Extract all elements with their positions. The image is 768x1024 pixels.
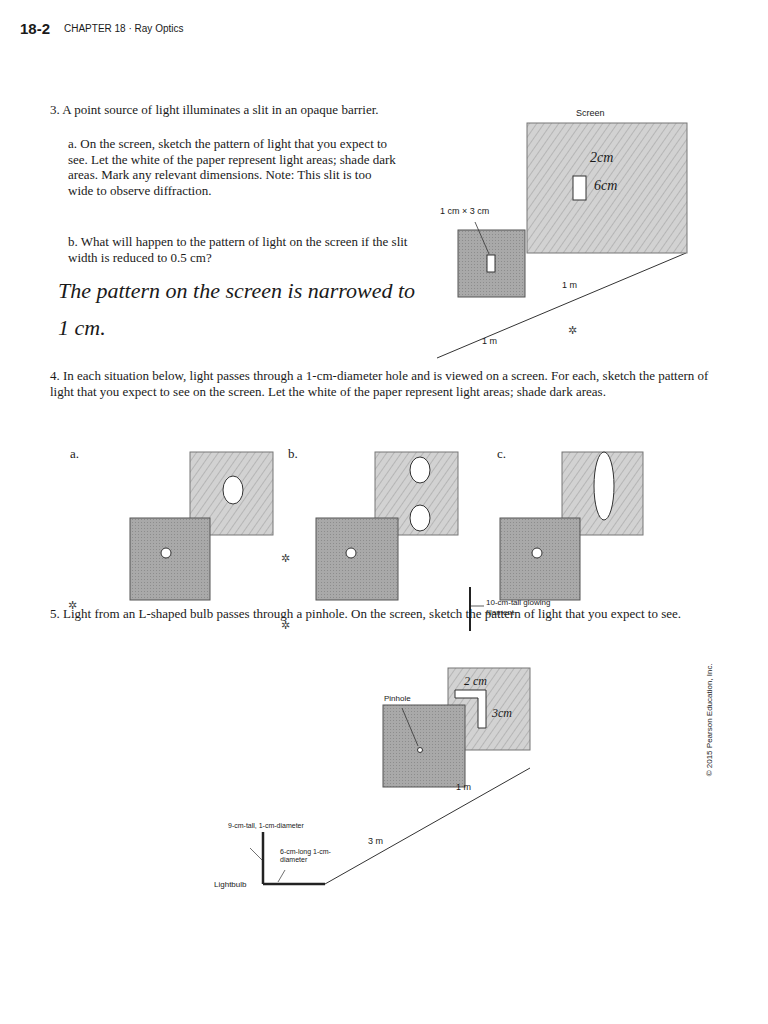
copyright: © 2015 Pearson Education, Inc.	[705, 650, 715, 790]
q4c-setup	[470, 452, 643, 631]
q4a-setup: ✲	[68, 452, 274, 611]
distance-label: 1 m	[482, 336, 512, 347]
question-text: 5. Light from an L-shaped bulb passes th…	[50, 606, 690, 622]
distance-label: 3 m	[368, 836, 398, 847]
svg-text:✲: ✲	[568, 324, 577, 336]
chapter-header: CHAPTER 18 · Ray Optics	[64, 23, 284, 35]
part-letter: a.	[70, 446, 90, 462]
bulb-dimension: 9-cm-tall, 1-cm-diameter	[228, 822, 308, 830]
question-part: b. What will happen to the pattern of li…	[68, 234, 408, 265]
handwritten-dimension: 2 cm	[464, 674, 504, 688]
handwritten-dimension: 3cm	[492, 706, 528, 720]
handwritten-dimension: 2cm	[590, 150, 630, 167]
distance-label: 1 m	[562, 280, 592, 291]
bulb-label: Lightbulb	[214, 880, 262, 890]
distance-label: 1 m	[456, 782, 486, 793]
screen-label: Screen	[576, 108, 626, 119]
part-letter: b.	[288, 446, 308, 462]
dimension-label: 1 cm × 3 cm	[440, 206, 520, 217]
pinhole-label: Pinhole	[384, 694, 429, 704]
question-text: 3. A point source of light illuminates a…	[50, 102, 400, 118]
question-text: 4. In each situation below, light passes…	[50, 368, 718, 399]
q3-setup: ✲	[437, 123, 687, 358]
part-letter: c.	[497, 446, 517, 462]
q5-setup	[250, 668, 530, 889]
handwritten-dimension: 6cm	[594, 178, 634, 195]
bulb-dimension: 6-cm-long 1-cm-diameter	[280, 848, 350, 865]
svg-text:✲: ✲	[281, 552, 290, 564]
handwritten-answer: The pattern on the screen is narrowed to…	[58, 272, 418, 347]
q4b-setup: ✲ ✲	[281, 452, 459, 631]
question-part: a. On the screen, sketch the pattern of …	[68, 136, 398, 198]
